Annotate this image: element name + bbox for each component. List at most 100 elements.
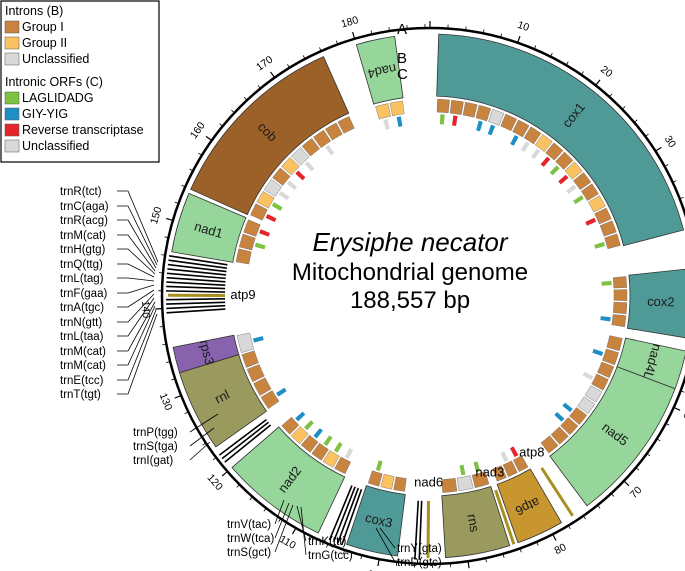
scale-tick [582, 515, 586, 520]
legend-label-laglidadg: LAGLIDADG [22, 91, 94, 105]
orf-block [573, 195, 584, 205]
trna-label: trnH(gtg) [60, 244, 106, 256]
intron-block [281, 157, 300, 176]
orf-block [592, 348, 604, 357]
trna-label: trnS(tga) [133, 441, 178, 453]
scale-tick [212, 457, 217, 461]
intron-block [613, 289, 628, 301]
trna-label: trnQ(ttg) [60, 259, 103, 271]
intron-block [253, 377, 272, 396]
trna-mark [166, 301, 226, 305]
orf-block [558, 174, 569, 185]
scale-tick [249, 496, 253, 501]
trna-label: trnF(gaa) [60, 288, 107, 300]
scale-label: 130 [157, 391, 175, 412]
scale-tick [665, 423, 670, 426]
orf-block [452, 115, 458, 126]
intron-block [611, 314, 627, 328]
small-gene-label-atp9: atp9 [230, 287, 255, 302]
scale-label: 170 [254, 54, 275, 74]
scale-tick [680, 390, 685, 393]
intron-block [375, 103, 391, 120]
scale-tick [664, 164, 669, 167]
orf-block [325, 144, 335, 156]
intron-block [462, 101, 478, 118]
scale-tick [482, 29, 485, 34]
orf-block [304, 161, 315, 172]
trna-mark [221, 421, 270, 460]
genome-subtitle: Mitochondrial genome [292, 259, 528, 286]
scale-tick [502, 553, 505, 558]
intron-block [591, 373, 609, 391]
scale-tick [205, 135, 213, 141]
orf-block [439, 114, 445, 125]
trna-label-list-left: trnR(tct) trnC(aga) trnR(acg) trnM(cat) … [60, 186, 109, 401]
intron-block [389, 100, 405, 117]
scale-label: 80 [552, 541, 568, 557]
orf-block [313, 428, 323, 439]
trna-mark [166, 298, 226, 301]
trna-mark [341, 488, 363, 546]
legend-swatch-group-ii [4, 36, 20, 50]
orf-block [582, 371, 594, 381]
scale-tick [161, 254, 166, 256]
legend-swatch-giy-yig [4, 107, 20, 121]
legend-introns-title: Introns (B) [5, 4, 63, 18]
gene-label-nad4: nad4 [366, 61, 397, 82]
legend-label-group-ii: Group II [22, 36, 67, 50]
scale-label: 180 [340, 14, 360, 30]
trna-label: trnS(gct) [227, 547, 271, 559]
trna-label: trnM(cat) [60, 346, 106, 358]
trna-marks [166, 255, 423, 560]
scale-tick [335, 40, 339, 45]
intron-block [602, 348, 619, 366]
intron-block [313, 129, 331, 148]
scale-tick [278, 518, 282, 523]
intron-block [606, 335, 623, 352]
orf-block [600, 316, 611, 322]
orf-block [540, 156, 551, 167]
intron-block [599, 220, 617, 237]
gene-block-nad5 [549, 366, 676, 507]
intron-block [301, 138, 320, 157]
trna-mark [336, 487, 360, 544]
scale-tick [550, 52, 553, 57]
scale-tick [291, 527, 297, 535]
scale-tick [656, 438, 661, 442]
trna-label: trnR(tct) [60, 186, 102, 198]
intron-blocks [235, 98, 628, 493]
orf-block [473, 461, 481, 473]
intron-block [256, 190, 275, 209]
orf-block [476, 120, 483, 132]
legend-swatch-intron-unclassified [4, 52, 20, 66]
scale-tick [171, 378, 176, 381]
orf-block [253, 336, 264, 343]
gene-label-cox2: cox2 [647, 294, 675, 310]
orf-block [304, 420, 314, 431]
scale-tick [467, 561, 470, 569]
scale-tick [517, 35, 521, 43]
orf-block [344, 448, 354, 459]
trna-mark [166, 308, 226, 314]
intron-block [334, 456, 351, 475]
orf-block [333, 442, 343, 453]
intron-block [577, 396, 596, 414]
trna-label: trnG(tcc) [308, 550, 353, 562]
intron-block [500, 113, 518, 132]
scale-label: 10 [516, 19, 531, 34]
intron-block [263, 178, 283, 197]
intron-block [441, 478, 458, 493]
scale-tick [597, 504, 601, 509]
legend-frame [0, 0, 160, 163]
scale-tick [633, 119, 638, 123]
trna-label: trnI(gat) [133, 455, 173, 467]
intron-block [569, 407, 588, 425]
trna-leader-lines-left [117, 190, 159, 395]
gene-block-rps3 [172, 334, 240, 374]
scale-tick [672, 180, 677, 183]
scale-tick [388, 27, 390, 32]
orf-block [500, 451, 509, 462]
scale-tick [565, 61, 569, 66]
scale-tick [655, 146, 662, 152]
intron-block [367, 470, 383, 487]
